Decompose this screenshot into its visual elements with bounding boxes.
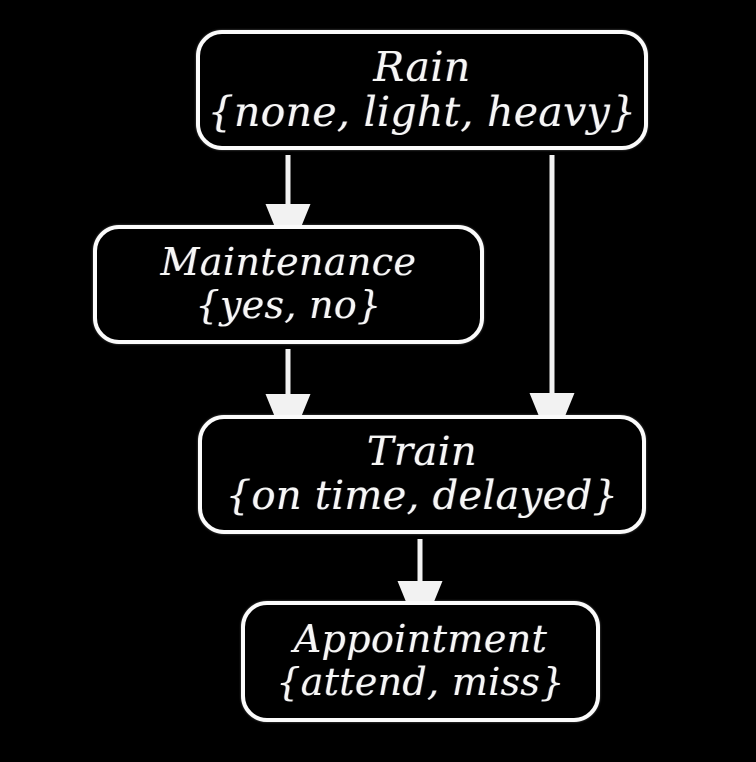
node-train-name: Train	[366, 428, 478, 475]
node-rain-name: Rain	[373, 43, 471, 92]
node-maintenance-name: Maintenance	[160, 240, 417, 285]
node-maintenance-states: {yes, no}	[195, 283, 382, 327]
node-appointment-states: {attend, miss}	[276, 660, 565, 704]
node-rain[interactable]: Rain {none, light, heavy}	[196, 30, 648, 150]
node-appointment[interactable]: Appointment {attend, miss}	[241, 601, 600, 722]
node-appointment-name: Appointment	[293, 617, 548, 662]
node-train[interactable]: Train {on time, delayed}	[198, 415, 646, 534]
node-train-states: {on time, delayed}	[225, 472, 619, 519]
node-maintenance[interactable]: Maintenance {yes, no}	[93, 225, 484, 344]
node-rain-states: {none, light, heavy}	[207, 88, 637, 136]
